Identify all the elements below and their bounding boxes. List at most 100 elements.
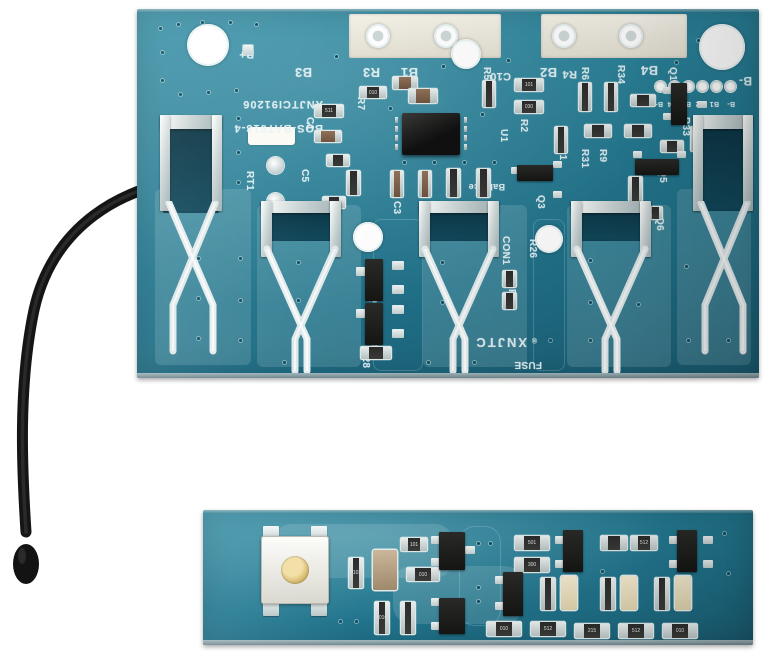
- silk-r9: R9: [597, 149, 608, 163]
- via: [675, 61, 678, 64]
- smd-capacitor: [419, 171, 431, 197]
- sot23-transistor: [439, 598, 465, 634]
- via: [687, 339, 690, 342]
- q4-pad: [392, 329, 404, 338]
- sot-pad: [495, 602, 505, 610]
- mount-hole-4: [619, 24, 643, 48]
- q4-pad: [356, 309, 367, 318]
- resistor-code: 010: [418, 571, 428, 578]
- smd-resistor: [601, 536, 627, 550]
- smd-resistor: [447, 169, 460, 197]
- terminal-clip-body: [160, 115, 222, 129]
- q3-pad: [553, 161, 562, 168]
- terminal-clip-right: [212, 115, 222, 211]
- via: [237, 151, 240, 154]
- via: [355, 620, 358, 623]
- silk-edge-bminus: B-: [738, 74, 752, 88]
- resistor-code: 501: [527, 540, 537, 546]
- switch-button[interactable]: [281, 556, 309, 584]
- smd-resistor: [655, 578, 669, 610]
- via: [442, 65, 445, 68]
- via: [297, 261, 300, 264]
- tact-switch[interactable]: [259, 526, 335, 616]
- smd-resistor: [401, 602, 415, 634]
- q3-transistor: [517, 165, 553, 181]
- terminal-clip-left: [693, 115, 703, 211]
- via: [197, 297, 200, 300]
- via: [589, 259, 592, 262]
- via: [601, 570, 604, 573]
- via: [239, 257, 242, 260]
- via: [589, 339, 592, 342]
- silk-b2: B2: [539, 65, 557, 80]
- terminal-clip-right: [640, 201, 651, 257]
- q5-pad: [677, 151, 686, 158]
- smd-resistor: [631, 95, 655, 106]
- smd-resistor: [629, 177, 642, 201]
- smd-resistor: 010: [407, 568, 439, 581]
- main-pcb: XNJTCI91206 BQS-BAT618-4 B3 R3 B1 C10 R5…: [137, 9, 759, 378]
- via: [481, 113, 484, 116]
- via: [197, 337, 200, 340]
- q1-transistor: [671, 83, 687, 125]
- via: [239, 299, 242, 302]
- via: [229, 21, 232, 24]
- led-indicator: [675, 576, 691, 610]
- inductor: [373, 550, 397, 590]
- terminal-clip-body: [571, 201, 651, 213]
- terminal-clip-left: [571, 201, 582, 257]
- via: [727, 572, 730, 575]
- board-top-edge: [137, 9, 759, 12]
- via: [427, 361, 430, 364]
- u1-ic: [402, 113, 460, 155]
- smd-resistor: 511: [315, 105, 344, 117]
- resistor-code: 010: [675, 628, 685, 634]
- tap-label-bminus: B-: [727, 100, 735, 107]
- tap-label-b1: B1: [709, 100, 719, 107]
- ic-pin: [464, 135, 467, 141]
- smd-resistor: [661, 141, 683, 152]
- via: [685, 265, 688, 268]
- sot-pad: [431, 598, 441, 606]
- battery-terminal-2: [255, 201, 355, 373]
- smd-resistor-r35-a: [503, 271, 516, 287]
- resistor-code: 030: [524, 104, 534, 110]
- terminal-slot: [697, 121, 749, 211]
- tap-pad: [725, 81, 736, 92]
- sot-pad: [431, 536, 441, 544]
- smd-capacitor: [391, 171, 403, 197]
- smd-resistor: [541, 578, 555, 610]
- silk-fuse: FUSE: [514, 359, 542, 370]
- via: [297, 299, 300, 302]
- q1-pad: [663, 87, 673, 94]
- rt1-pad-top: [267, 157, 284, 174]
- via: [283, 361, 286, 364]
- silk-b3: B3: [294, 65, 312, 80]
- silk-c1: C1: [304, 117, 315, 131]
- q1-pad: [697, 101, 707, 108]
- via: [339, 620, 342, 623]
- resistor-code: 101: [524, 82, 534, 88]
- silk-b4: B4: [640, 63, 658, 78]
- via: [727, 339, 730, 342]
- silk-u1: U1: [498, 129, 509, 143]
- u1-ic-package: [395, 113, 467, 157]
- silk-c5: C5: [299, 169, 310, 183]
- sot-pad: [431, 558, 441, 566]
- mount-hole-3: [552, 24, 576, 48]
- silk-brand-mark: ®: [531, 336, 537, 343]
- battery-terminal-4: [565, 201, 665, 373]
- via: [441, 261, 444, 264]
- resistor-code: 215: [587, 628, 597, 634]
- ic-pin: [395, 126, 398, 132]
- corner-hole-right: [699, 24, 745, 70]
- via: [493, 161, 496, 164]
- silk-q3: Q3: [535, 195, 546, 209]
- resistor-code: 101: [409, 541, 419, 548]
- via: [237, 117, 240, 120]
- small-board-top-edge: [203, 510, 753, 513]
- smd-resistor: 512: [531, 622, 566, 636]
- smd-resistor: 010: [487, 622, 522, 636]
- sot-pad: [703, 560, 713, 568]
- tap-pad: [655, 81, 666, 92]
